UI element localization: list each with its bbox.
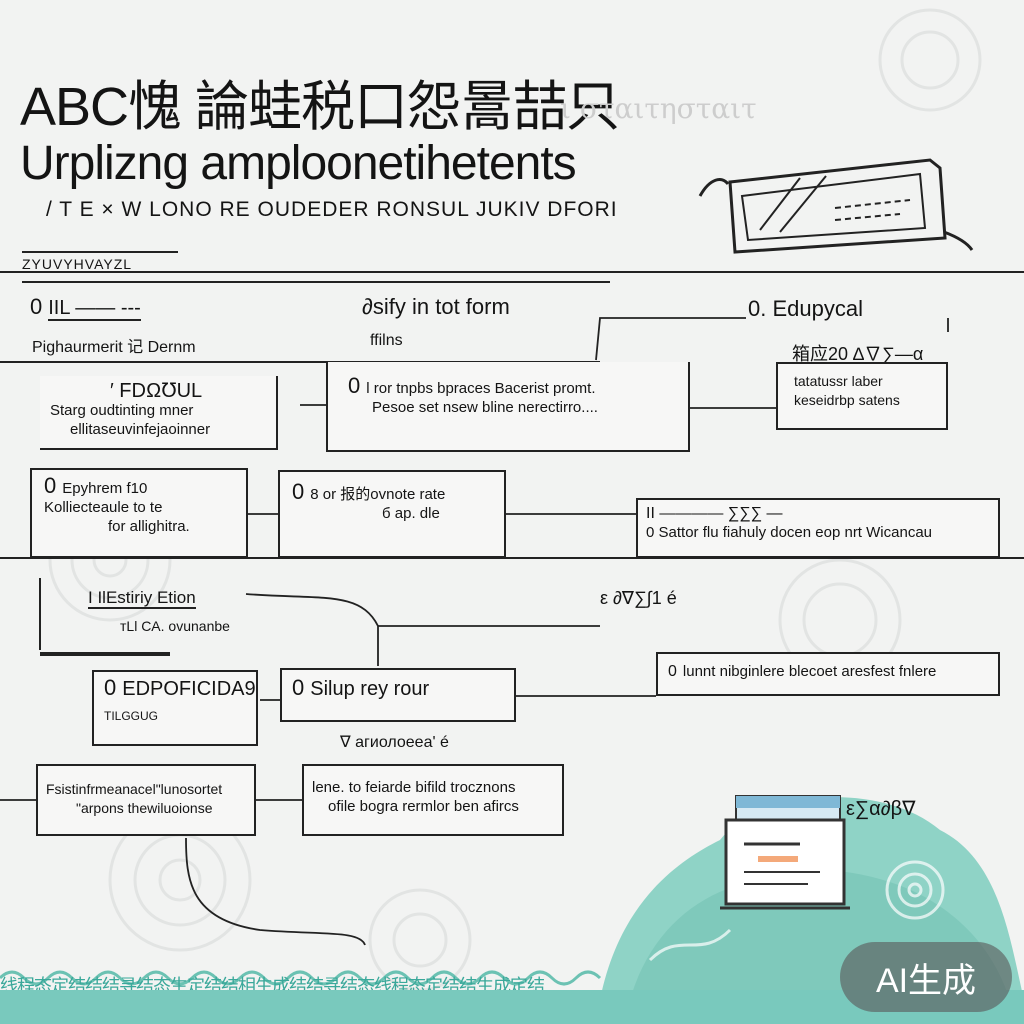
node-15-label: ε ∂∇∑∫1 é [600,588,677,608]
node-6-line-2: б ар. dlе [382,505,440,522]
rule-label: ZYUVYHVAYZL [22,256,133,272]
node-9-header: I IlEstiriy Etion [88,588,196,609]
faint-watermark-text: ι σταιτησταιτ [560,92,757,125]
node-2-line-2: ellitaseuvinfejaoinner [70,421,211,438]
node-7-tag: 箱应20 ∆∇∑—α [792,344,924,364]
diagram-node-2: ′ FDΩ℧UL Starg oudtinting mner ellitaseu… [40,376,278,450]
page-subtitle: Urplizng amploonetihetents [20,137,577,190]
node-14-line-1: lene. to feiarde bifild trocznons [312,779,516,796]
ai-generated-badge: AI生成 [840,942,1012,1012]
node-2-header: ′ FDΩ℧UL [110,380,203,402]
node-3-line-3: for allighitra. [108,518,190,535]
node-4-label: ∂sify in tot form [362,294,510,319]
node-11-sub: ∇ агиолоееа' é [340,734,449,751]
node-2-line-1: Starg oudtinting mner [50,402,194,419]
node-10-sub: TILGGUG [104,709,159,723]
node-8-text: 0 Sattor flu fiahuly docen eop nrt Wican… [646,524,933,541]
tagline: / T E × W LONO RE OUDEDER RONSUL JUKIV D… [46,198,618,221]
node-3-line-2: Kolliecteaule to te [44,499,163,516]
diagram-node-14: lene. to feiarde bifild trocznons ofile … [302,764,564,836]
diagram-node-8: II ———— ∑∑∑ — 0 Sattor flu fiahuly docen… [636,498,1000,558]
page-title: ABC愧 論蛙税口怨暠喆只 [20,77,620,137]
node-4-sub: ffilns [370,332,403,349]
diagram-node-13: Fsistinfrmeanacel"lunosortet "arpons the… [36,764,256,836]
node-13-line-1: Fsistinfrmeanacel"lunosortet [46,781,223,797]
node-8-header: II ———— ∑∑∑ — [646,505,783,522]
node-9-sub: тLl CА. ovunanbe [120,618,230,634]
node-13-line-2: "arpons thewiluoionse [76,800,213,816]
diagram-node-7: tatatussr laber keseidrbp satens [776,362,948,430]
node-7-header: 0. Edupycal [748,296,863,321]
node-14-line-2: ofile bogra rermlor ben afircs [328,798,519,815]
node-7-line-1: tatatussr laber [794,373,883,389]
node-16-label: ε∑α∂β∇ [846,798,916,820]
node-5-line-2: Pesoe set nsew bline nerectirro.... [372,399,598,416]
node-7-line-2: keseidrbp satens [794,392,900,408]
node-1-text: Pighaurmerit 记 Dernm [32,339,196,356]
